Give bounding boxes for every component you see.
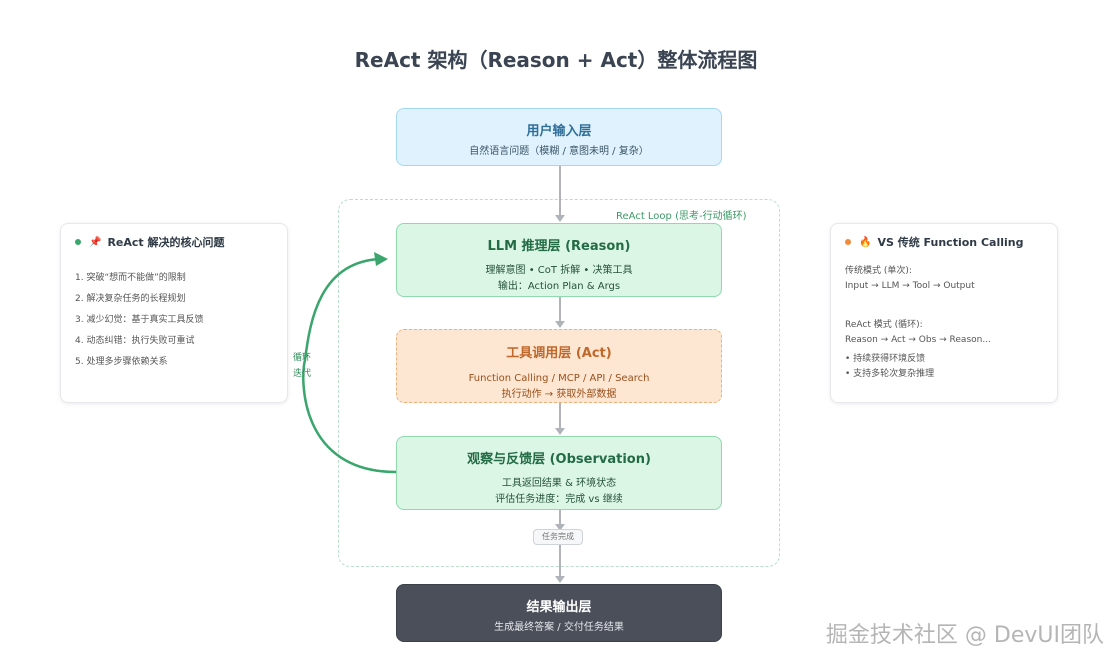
vs-card-header: 🔥 VS 传统 Function Calling [845,234,1043,250]
traditional-mode-flow: Input → LLM → Tool → Output [845,281,975,291]
page-title: ReAct 架构（Reason + Act）整体流程图 [354,48,758,72]
list-item: 1. 突破“想而不能做”的限制 [75,273,186,283]
watermark: 掘金技术社区 @ DevUI团队 [825,623,1104,648]
list-item: 5. 处理多步骤依赖关系 [75,357,168,367]
react-loop-label: ReAct Loop (思考-行动循环) [616,211,747,222]
observation-layer-line2: 评估任务进度：完成 vs 继续 [495,494,623,505]
tool-act-layer: 工具调用层 (Act) Function Calling / MCP / API… [396,329,722,403]
tool-act-layer-line2: 执行动作 → 获取外部数据 [501,389,617,400]
list-item: 2. 解决复杂任务的长程规划 [75,294,186,304]
fire-icon: 🔥 [859,236,872,248]
arrow-done-to-output [555,545,565,583]
green-dot-icon [75,239,81,245]
core-problems-card: 📌 ReAct 解决的核心问题 1. 突破“想而不能做”的限制 2. 解决复杂任… [60,223,288,403]
react-mode-flow: Reason → Act → Obs → Reason... [845,335,991,345]
arrow-input-to-llm [555,166,565,222]
arrow-act-to-obs [555,403,565,435]
llm-reason-layer-line2: 输出：Action Plan & Args [497,281,621,292]
observation-layer-title: 观察与反馈层 (Observation) [467,452,651,467]
core-problems-card-title: ReAct 解决的核心问题 [107,236,225,249]
vs-card-title: VS 传统 Function Calling [877,236,1024,249]
user-input-layer-desc: 自然语言问题（模糊 / 意图未明 / 复杂） [469,146,649,157]
react-mode-label: ReAct 模式 (循环): [845,320,923,330]
traditional-mode-label: 传统模式 (单次): [845,266,912,276]
result-output-layer-title: 结果输出层 [526,600,592,615]
core-problems-card-header: 📌 ReAct 解决的核心问题 [75,234,273,250]
result-output-layer-desc: 生成最终答案 / 交付任务结果 [494,622,624,633]
arrow-llm-to-act [555,297,565,328]
user-input-layer-title: 用户输入层 [526,124,592,139]
tool-act-layer-line1: Function Calling / MCP / API / Search [468,373,650,384]
list-item: 3. 减少幻觉：基于真实工具反馈 [75,315,204,325]
list-item: 4. 动态纠错：执行失败可重试 [75,336,195,346]
react-benefit-2: • 支持多轮次复杂推理 [845,369,935,379]
observation-layer: 观察与反馈层 (Observation) 工具返回结果 & 环境状态 评估任务进… [396,436,722,510]
llm-reason-layer-title: LLM 推理层 (Reason) [487,239,631,254]
result-output-layer: 结果输出层 生成最终答案 / 交付任务结果 [396,584,722,642]
core-problems-list: 1. 突破“想而不能做”的限制 2. 解决复杂任务的长程规划 3. 减少幻觉：基… [75,268,273,373]
llm-reason-layer-line1: 理解意图 • CoT 拆解 • 决策工具 [485,265,633,276]
pin-icon: 📌 [89,236,102,248]
tool-act-layer-title: 工具调用层 (Act) [506,346,612,361]
user-input-layer: 用户输入层 自然语言问题（模糊 / 意图未明 / 复杂） [396,108,722,166]
orange-dot-icon [845,239,851,245]
llm-reason-layer: LLM 推理层 (Reason) 理解意图 • CoT 拆解 • 决策工具 输出… [396,223,722,297]
vs-function-calling-card: 🔥 VS 传统 Function Calling 传统模式 (单次): Inpu… [830,223,1058,403]
arrow-obs-to-done [555,510,565,531]
observation-layer-line1: 工具返回结果 & 环境状态 [501,478,617,489]
task-done-label: 任务完成 [533,529,583,545]
loop-back-label: 循环 迭代 [292,353,311,379]
react-benefit-1: • 持续获得环境反馈 [845,354,926,364]
